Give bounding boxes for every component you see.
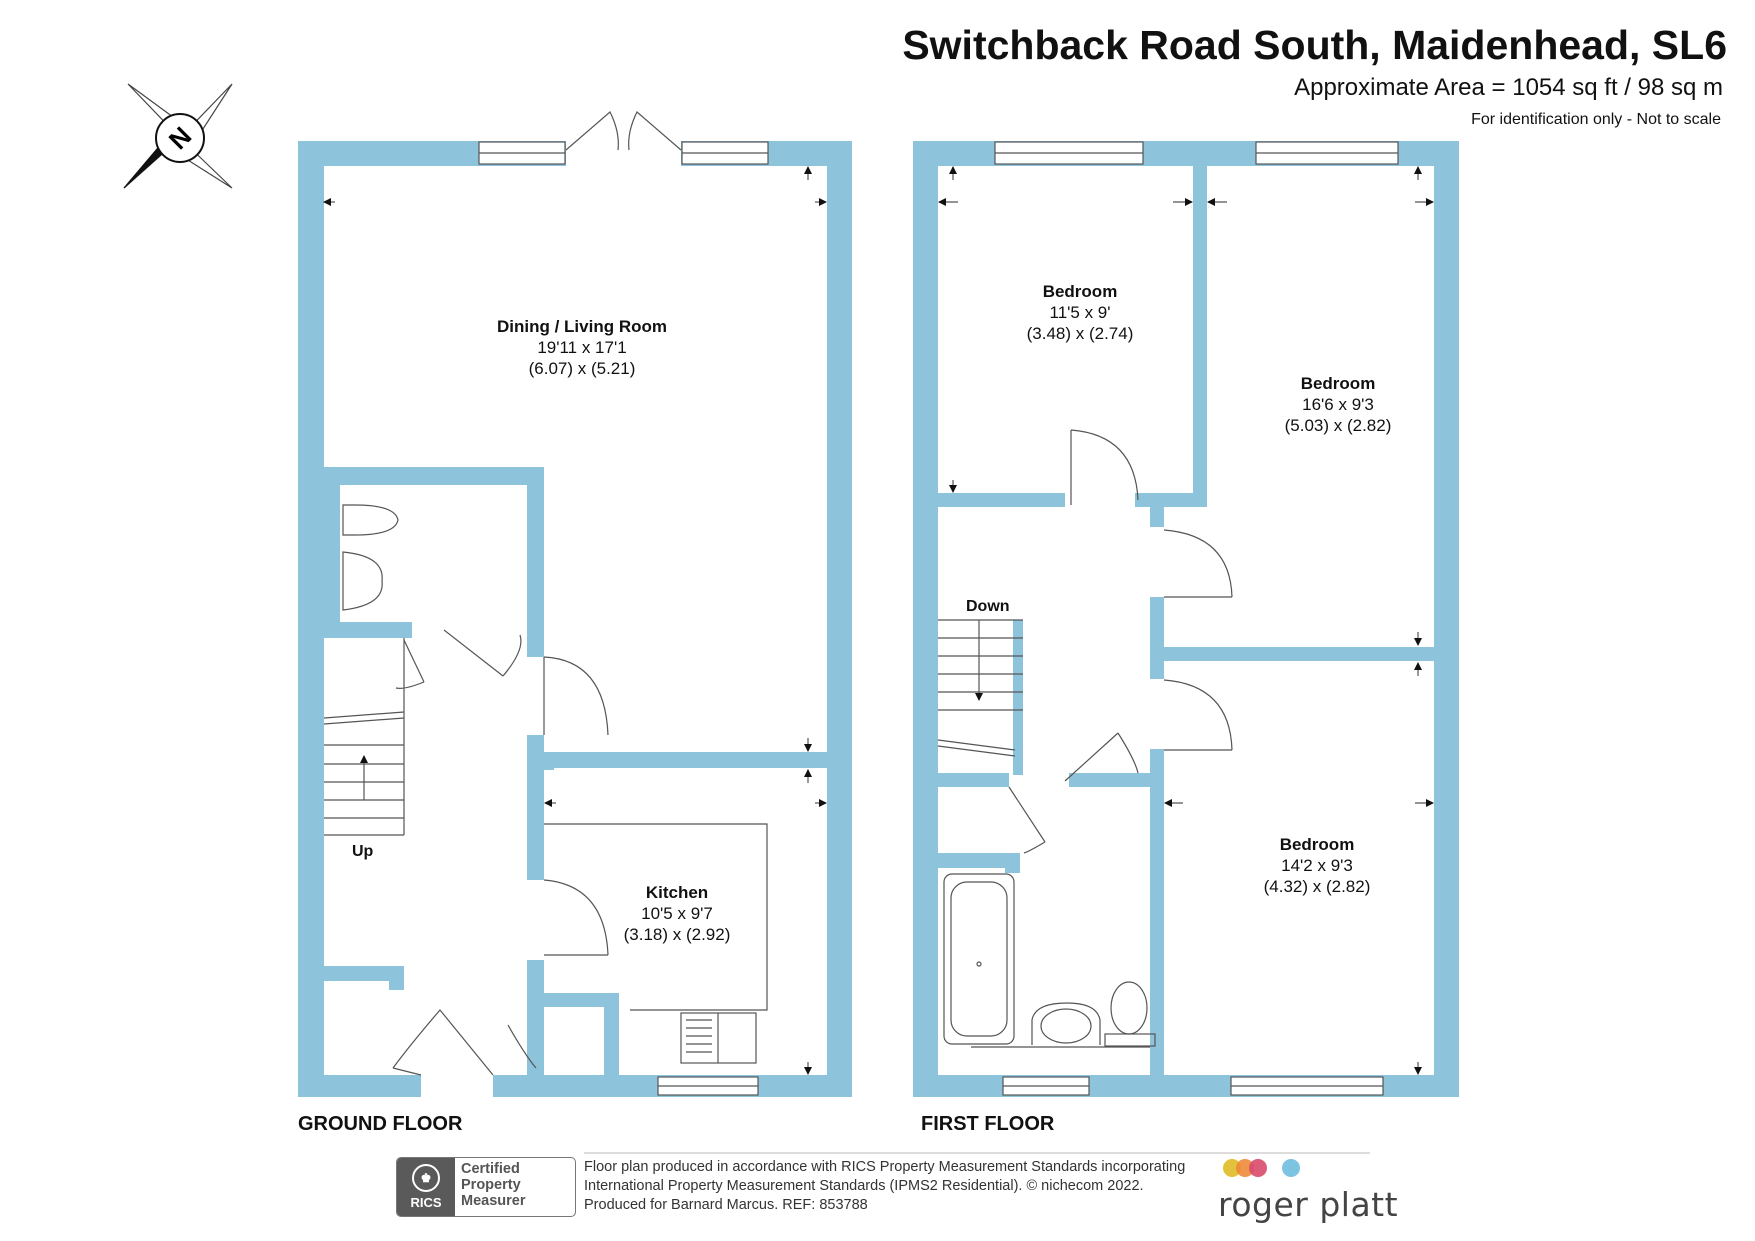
room-size-metric: (4.32) x (2.82) xyxy=(1263,877,1371,896)
brand-logo-dots xyxy=(1223,1159,1300,1177)
room-size-metric: (3.18) x (2.92) xyxy=(623,925,731,944)
room-label-bedroom-1: Bedroom 11'5 x 9' (3.48) x (2.74) xyxy=(1010,281,1150,344)
badge-line-2: Property xyxy=(461,1177,521,1193)
stairs-up-label: Up xyxy=(352,843,374,860)
rics-logo: ♚ RICS xyxy=(397,1158,455,1216)
room-label-bedroom-3: Bedroom 14'2 x 9'3 (4.32) x (2.82) xyxy=(1247,834,1387,897)
badge-line-1: Certified xyxy=(461,1161,520,1177)
footer-line-1: Floor plan produced in accordance with R… xyxy=(584,1159,1186,1175)
disclaimer-note: For identification only - Not to scale xyxy=(1471,111,1721,128)
room-size-imperial: 16'6 x 9'3 xyxy=(1302,395,1374,414)
rics-certified-badge: ♚ RICS Certified Property Measurer xyxy=(396,1157,576,1217)
room-label-bedroom-2: Bedroom 16'6 x 9'3 (5.03) x (2.82) xyxy=(1268,373,1408,436)
north-compass-icon: N xyxy=(123,83,233,189)
footer-disclaimer: Floor plan produced in accordance with R… xyxy=(584,1158,1185,1215)
room-size-metric: (3.48) x (2.74) xyxy=(1026,324,1134,343)
rics-lion-icon: ♚ xyxy=(412,1164,440,1192)
room-name: Bedroom xyxy=(1300,374,1376,393)
first-floor-details xyxy=(937,141,1434,1096)
room-size-imperial: 11'5 x 9' xyxy=(1049,303,1111,322)
footer-line-2: International Property Measurement Stand… xyxy=(584,1178,1144,1194)
stairs-down-label: Down xyxy=(966,598,1010,615)
first-floor-plan xyxy=(913,141,1459,1097)
room-size-imperial: 19'11 x 17'1 xyxy=(537,338,627,357)
rics-logo-text: RICS xyxy=(410,1195,442,1210)
badge-line-3: Measurer xyxy=(461,1193,526,1209)
room-name: Bedroom xyxy=(1279,835,1355,854)
footer-line-3: Produced for Barnard Marcus. REF: 853788 xyxy=(584,1197,868,1213)
first-floor-label: FIRST FLOOR xyxy=(921,1113,1055,1135)
room-name: Dining / Living Room xyxy=(497,317,667,336)
room-label-kitchen: Kitchen 10'5 x 9'7 (3.18) x (2.92) xyxy=(607,882,747,945)
room-size-imperial: 14'2 x 9'3 xyxy=(1281,856,1353,875)
approximate-area: Approximate Area = 1054 sq ft / 98 sq m xyxy=(1294,74,1723,101)
room-name: Bedroom xyxy=(1042,282,1118,301)
room-label-dining-living: Dining / Living Room 19'11 x 17'1 (6.07)… xyxy=(492,316,672,379)
room-size-metric: (5.03) x (2.82) xyxy=(1284,416,1392,435)
ground-floor-details xyxy=(323,111,827,1097)
room-size-imperial: 10'5 x 9'7 xyxy=(641,904,713,923)
room-size-metric: (6.07) x (5.21) xyxy=(528,359,636,378)
ground-floor-plan xyxy=(298,141,852,1097)
rics-badge-text: Certified Property Measurer xyxy=(455,1158,531,1216)
room-name: Kitchen xyxy=(645,883,709,902)
property-title: Switchback Road South, Maidenhead, SL6 xyxy=(902,22,1727,68)
ground-floor-label: GROUND FLOOR xyxy=(298,1113,463,1135)
brand-name: roger platt xyxy=(1218,1185,1399,1224)
